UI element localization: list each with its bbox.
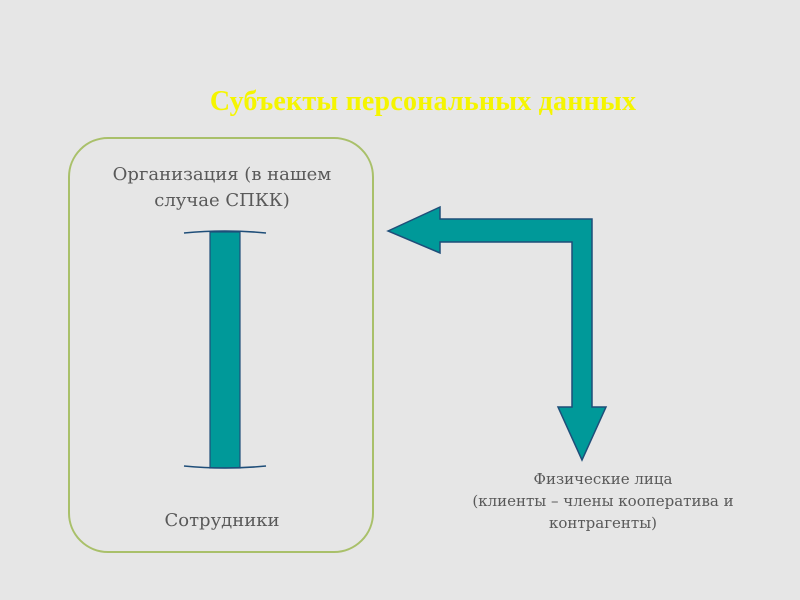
individuals-label-line1: Физические лица xyxy=(533,470,673,488)
individuals-label-line3: контрагенты) xyxy=(548,514,658,532)
organization-label-line2: случае СПКК) xyxy=(154,190,290,211)
individuals-label: Физические лица (клиенты – члены коопера… xyxy=(440,468,766,534)
organization-label: Организация (в нашем случае СПКК) xyxy=(100,162,344,214)
employees-label: Сотрудники xyxy=(164,510,280,531)
connector-bar xyxy=(209,231,241,469)
individuals-label-line2: (клиенты – члены кооператива и xyxy=(472,492,734,510)
connector-bottom-cap xyxy=(183,465,267,469)
slide-title: Субъекты персональных данных xyxy=(209,86,637,117)
connector-top-cap xyxy=(183,230,267,234)
organization-label-line1: Организация (в нашем xyxy=(112,164,332,185)
organization-box xyxy=(68,137,374,553)
bidirectional-bent-arrow xyxy=(386,205,608,462)
org-employees-connector xyxy=(183,230,267,469)
